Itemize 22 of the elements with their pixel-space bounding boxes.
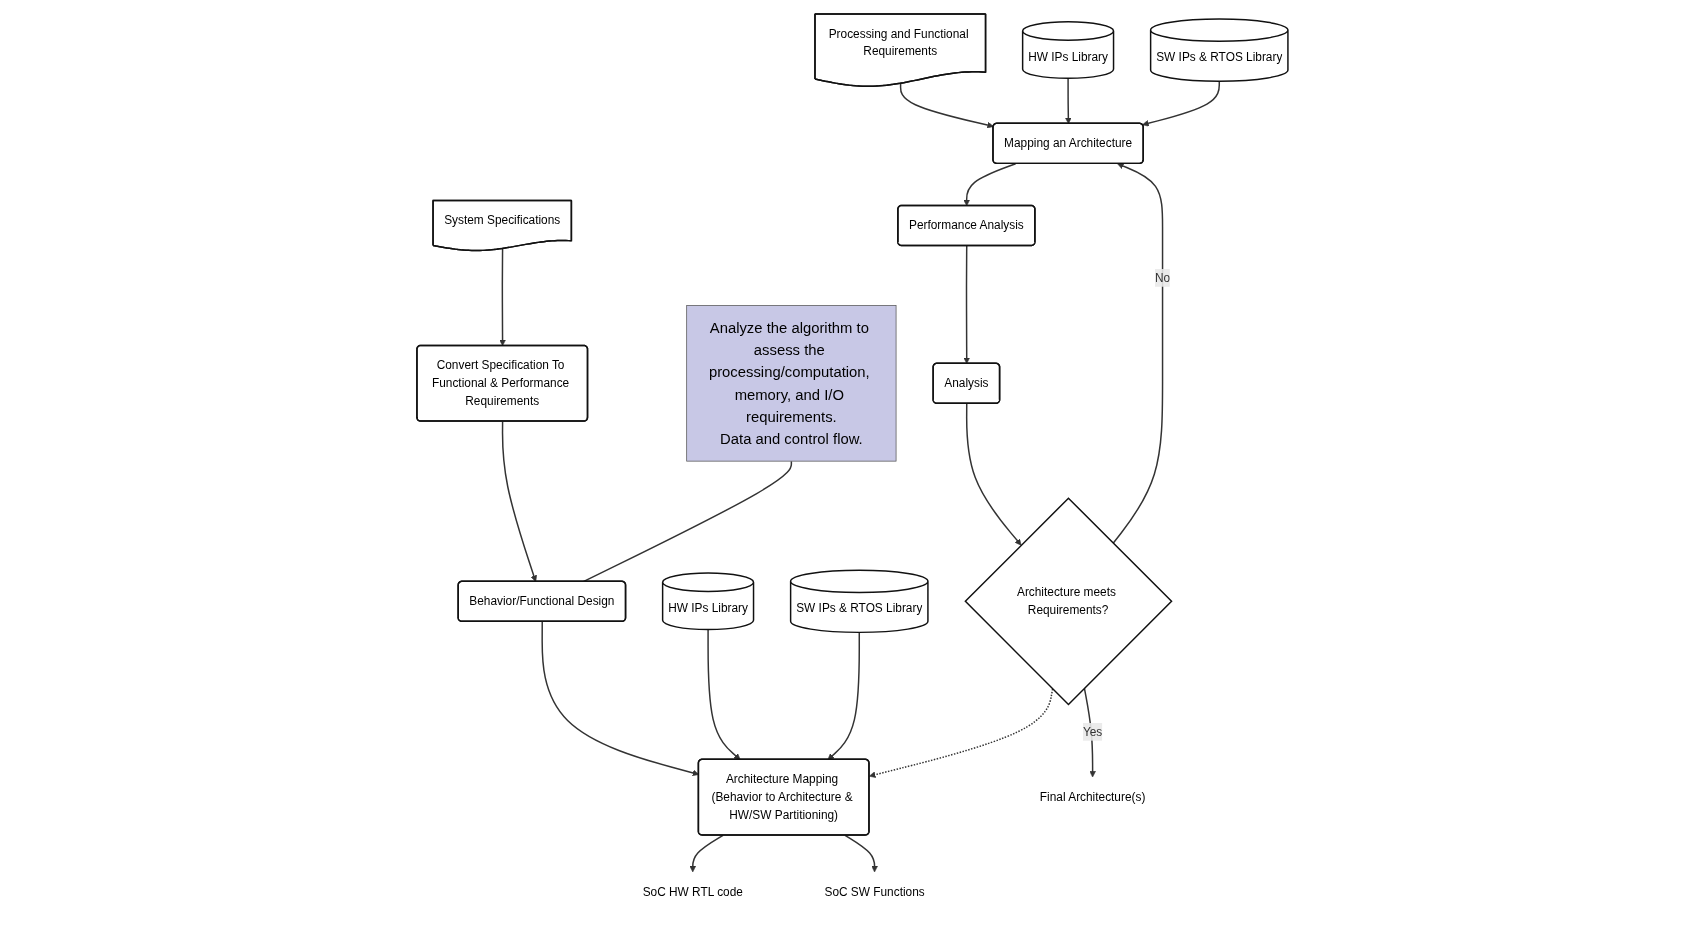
arrow	[1142, 79, 1221, 126]
node-box: Analyze the algorithm to assess the processing/computation, memory, and I/O requirements. Data and control flow.	[686, 304, 897, 461]
arrow	[899, 82, 994, 128]
arrow	[966, 402, 1022, 545]
node-diamond: Architecture meets Requirements?	[964, 496, 1173, 705]
arrow	[1065, 77, 1072, 124]
node-text: Final Architecture(s)	[1039, 789, 1146, 803]
arrow	[869, 687, 1054, 778]
arrow	[827, 631, 861, 760]
arrow	[689, 834, 724, 872]
arrow	[707, 628, 741, 760]
arrow	[501, 420, 538, 582]
node-text: SoC HW RTL code	[642, 884, 743, 898]
arrow	[963, 244, 971, 364]
node-text: SoC SW Functions	[824, 884, 925, 898]
arrow	[963, 162, 1017, 206]
edge-label: No	[1155, 270, 1171, 284]
arrow	[1112, 162, 1164, 544]
arrow	[1083, 686, 1096, 777]
edge-label: Yes	[1082, 724, 1103, 738]
arrow	[844, 834, 878, 872]
arrow	[499, 247, 506, 346]
